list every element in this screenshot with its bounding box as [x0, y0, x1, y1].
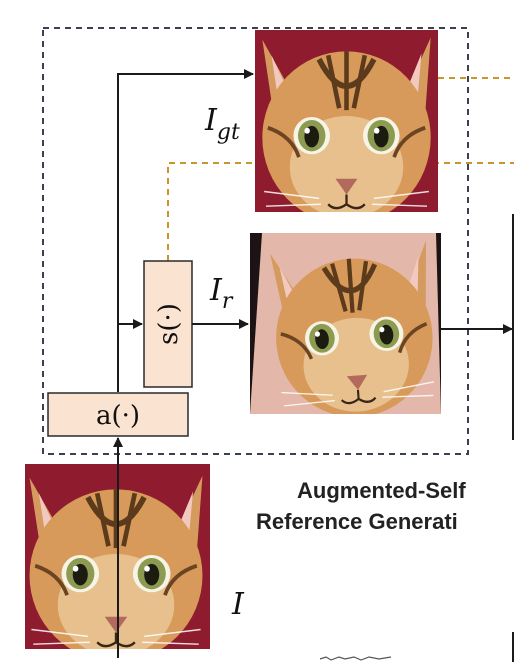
caption-line-1: Augmented-Self	[297, 478, 466, 503]
augmentation-function-label: a(·)	[96, 401, 140, 431]
cat-photo-gt	[255, 30, 438, 212]
label-i-r: Ir	[209, 273, 234, 314]
label-i-gt: Igt	[204, 103, 240, 145]
dashed-region-box	[42, 27, 469, 455]
selection-function-box	[143, 260, 193, 388]
augmentation-function-box	[47, 392, 189, 437]
label-i-input: I	[231, 587, 245, 622]
arrow-aug-to-gt	[117, 69, 254, 392]
selection-function-label: s(·)	[154, 303, 184, 345]
sketch-thumbnail	[318, 654, 408, 662]
cat-photo-reference	[250, 233, 441, 414]
caption-line-2: Reference Generati	[256, 509, 458, 534]
